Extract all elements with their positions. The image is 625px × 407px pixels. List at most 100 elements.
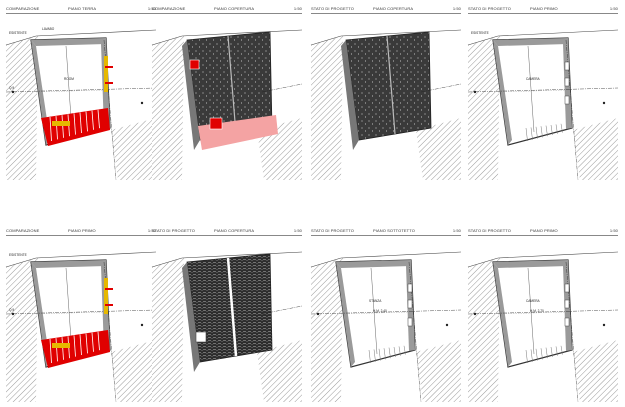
panel-subtitle: PIANO PRIMO bbox=[530, 6, 558, 11]
panel-scale: 1:50 bbox=[452, 228, 461, 233]
section-line bbox=[340, 311, 410, 315]
contour-line bbox=[181, 29, 303, 37]
window bbox=[407, 299, 413, 309]
plan-label: H.M. 2,40 bbox=[373, 309, 387, 313]
stair-tread bbox=[61, 337, 64, 360]
stair-tread bbox=[368, 349, 371, 364]
stair-tread bbox=[560, 123, 563, 133]
stair-tread bbox=[550, 124, 553, 136]
terrain-left-2 bbox=[170, 36, 184, 180]
roof-edge bbox=[341, 40, 359, 150]
contour-line bbox=[340, 29, 462, 37]
stair-tread bbox=[403, 345, 406, 355]
axis-marker bbox=[445, 323, 449, 327]
chimney-demolished bbox=[189, 59, 200, 70]
panel-scale: 1:50 bbox=[452, 6, 461, 11]
contour-line bbox=[497, 251, 619, 259]
contour-line bbox=[467, 35, 499, 46]
terrain-left bbox=[311, 40, 329, 180]
stair-tread bbox=[49, 116, 52, 142]
terrain-left-2 bbox=[24, 258, 38, 402]
terrain-right bbox=[111, 340, 156, 402]
terrain-left-2 bbox=[486, 258, 500, 402]
plan-label: STANZA bbox=[369, 299, 382, 303]
wall-top bbox=[493, 38, 568, 46]
panel-scale: 1:50 bbox=[609, 6, 618, 11]
contour-line bbox=[35, 251, 157, 259]
plan-drawing: STANZA H.M. 2,40 bbox=[310, 251, 462, 403]
panel-scale: 1:50 bbox=[147, 228, 156, 233]
plan-drawing bbox=[151, 251, 303, 402]
plan-label: H.M. 2,70 bbox=[530, 309, 544, 313]
stair-tread bbox=[530, 349, 533, 362]
stair-tread bbox=[55, 116, 58, 140]
stair-tread bbox=[545, 125, 548, 137]
stair-tread bbox=[55, 338, 58, 362]
panel-subtitle: PIANO COPERTURA bbox=[373, 6, 414, 11]
stair-tread bbox=[85, 111, 88, 132]
panel-subtitle: PIANO COPERTURA bbox=[214, 6, 255, 11]
inner-partition bbox=[370, 267, 378, 355]
stair-tread bbox=[535, 348, 538, 361]
new-wall bbox=[104, 278, 108, 314]
axis-line bbox=[5, 87, 157, 93]
contour-line bbox=[310, 257, 342, 268]
axis-marker bbox=[11, 90, 15, 94]
plan-label: ESISTENTE bbox=[471, 31, 489, 35]
terrain-right bbox=[416, 118, 461, 180]
ridge-line bbox=[227, 35, 237, 135]
roof-slab bbox=[186, 253, 273, 363]
window bbox=[564, 77, 570, 87]
plan-label: ESISTENTE bbox=[9, 31, 27, 35]
roof-edge bbox=[182, 40, 200, 150]
panel-title: COMPARAZIONE bbox=[6, 228, 40, 233]
stair-tread bbox=[91, 110, 94, 130]
plan-label: ESISTENTE bbox=[9, 253, 27, 257]
axis-marker bbox=[602, 101, 606, 105]
axis-marker bbox=[316, 312, 320, 316]
house-outline bbox=[492, 259, 573, 368]
terrain-right bbox=[573, 340, 618, 402]
wall-left bbox=[336, 262, 355, 367]
roof-edge bbox=[182, 262, 200, 372]
wall-left bbox=[493, 262, 512, 367]
section-line bbox=[35, 89, 105, 93]
terrain-left bbox=[6, 262, 24, 402]
wall-left bbox=[493, 40, 512, 145]
panel-title: STATO DI PROGETTO bbox=[152, 228, 195, 233]
axis-line bbox=[467, 87, 619, 93]
panel-scale: 1:50 bbox=[609, 228, 618, 233]
window bbox=[564, 317, 570, 327]
terrain-left-2 bbox=[329, 36, 343, 180]
stair-tread bbox=[525, 127, 528, 142]
stair-tread bbox=[545, 347, 548, 359]
wall-top bbox=[31, 38, 106, 46]
window bbox=[564, 299, 570, 309]
stair-tread bbox=[540, 126, 543, 138]
terrain-right bbox=[257, 340, 302, 402]
panel-subtitle: PIANO PRIMO bbox=[68, 228, 96, 233]
terrain-left-2 bbox=[329, 258, 343, 402]
contour-line bbox=[497, 29, 619, 37]
inner-partition bbox=[527, 45, 535, 133]
wall-top bbox=[336, 260, 411, 268]
axis-line bbox=[5, 309, 157, 315]
plan-label: Q.9 bbox=[9, 308, 14, 312]
contour-line bbox=[467, 257, 499, 268]
axis-line bbox=[261, 83, 303, 93]
axis-line bbox=[420, 83, 462, 93]
ridge-line bbox=[386, 35, 396, 135]
house-outline bbox=[492, 37, 573, 146]
terrain-left bbox=[152, 262, 170, 402]
stair-tread bbox=[73, 335, 76, 357]
section-line bbox=[497, 89, 567, 93]
